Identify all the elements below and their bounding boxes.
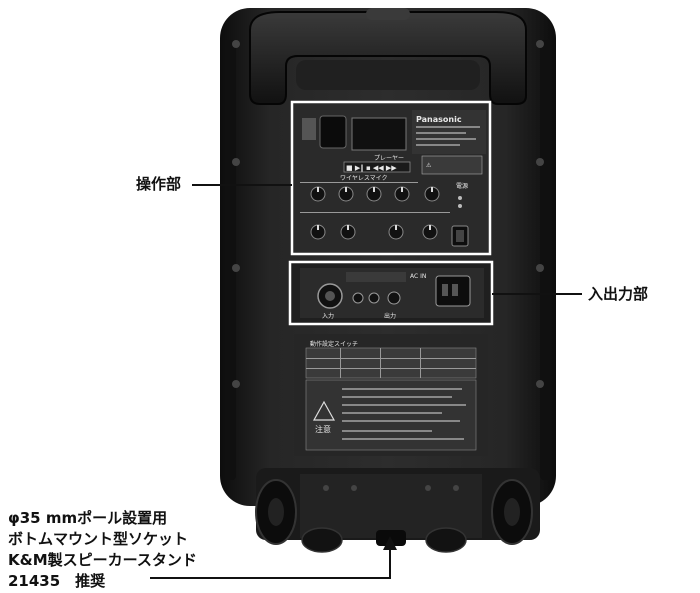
input-jack-label: 入力 [322,312,334,320]
output-jack-label: 出力 [384,312,396,320]
note-line-2: ボトムマウント型ソケット [8,530,189,548]
socket-note: φ35 mmポール設置用 ボトムマウント型ソケット K&M製スピーカースタンド … [8,508,197,592]
callout-io-line [492,293,582,295]
socket-pointer [150,536,397,579]
switch-title: 動作設定スイッチ [310,340,358,348]
wireless-label: ワイヤレスマイク [340,175,388,182]
knob-row-lower [310,224,438,240]
power-label: 電源 [456,182,468,190]
svg-text:■ ▶‖ ▪ ◀◀ ▶▶: ■ ▶‖ ▪ ◀◀ ▶▶ [346,164,397,172]
knob-row-upper [310,186,440,202]
io-panel: 入力 出力 AC IN [288,260,494,326]
callout-control-line [192,184,292,186]
control-panel: Panasonic プレーヤー ■ ▶‖ ▪ ◀◀ ▶▶ ⚠ ワイヤレスマイク [290,100,492,256]
bottom-base [255,468,540,553]
note-line-3: K&M製スピーカースタンド [8,551,197,569]
rear-label-panel: 動作設定スイッチ 注意 [294,334,488,456]
brand-label: Panasonic [416,115,462,124]
callout-io-section: 入出力部 [588,285,649,303]
player-label: プレーヤー [374,155,404,162]
note-line-1: φ35 mmポール設置用 [8,509,168,527]
note-line-4: 21435 推奨 [8,572,106,590]
ac-in-label: AC IN [410,273,426,280]
caution-label: 注意 [315,424,331,434]
callout-control-section: 操作部 [136,175,182,193]
carry-handle [249,8,527,105]
svg-text:⚠: ⚠ [426,162,432,169]
